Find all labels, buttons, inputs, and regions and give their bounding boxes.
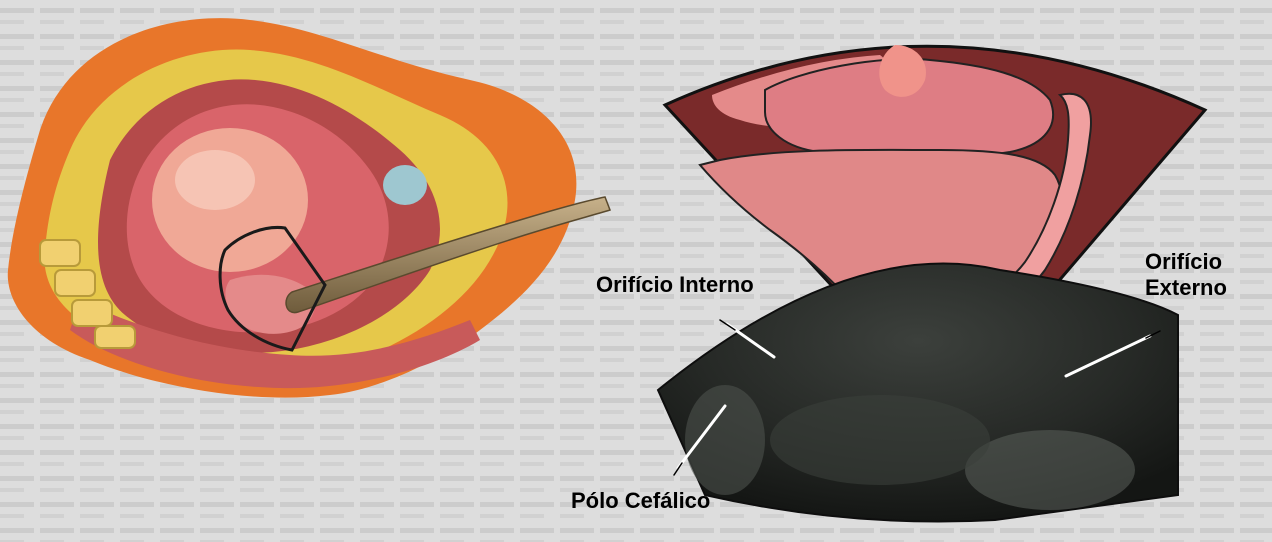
fetal-head-highlight: [175, 150, 255, 210]
label-external-os-line1: Orifício: [1145, 249, 1227, 275]
ultrasound-mid-region: [770, 395, 990, 485]
bladder: [383, 165, 427, 205]
label-external-os-line2: Externo: [1145, 275, 1227, 301]
label-external-os: Orifício Externo: [1145, 249, 1227, 301]
label-internal-os: Orifício Interno: [596, 272, 754, 298]
ultrasound-bright-region: [965, 430, 1135, 510]
label-cephalic-pole: Pólo Cefálico: [571, 488, 710, 514]
ultrasound-left-echo: [685, 385, 765, 495]
